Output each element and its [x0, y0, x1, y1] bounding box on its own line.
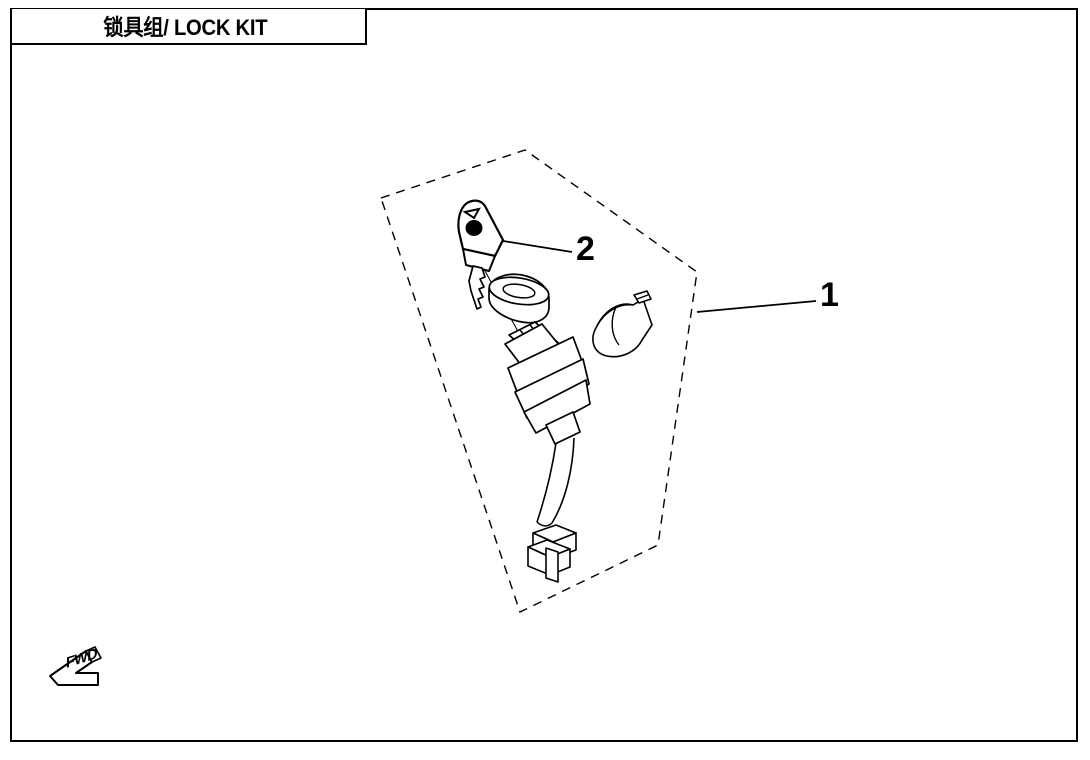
cylinder-base [523, 379, 591, 434]
connector-center-tab [545, 547, 559, 583]
title-box: 锁具组/ LOCK KIT [12, 9, 367, 45]
part-connector [527, 524, 577, 583]
wire-right-edge [551, 437, 575, 524]
part-washer [488, 273, 550, 324]
callout-number-1: 1 [820, 276, 839, 314]
leader-line-1 [696, 300, 817, 313]
group-boundary-dashed-polygon [380, 149, 698, 613]
key-head-hole [465, 220, 483, 236]
page-border-frame [10, 8, 1078, 742]
part-lock-cylinder [504, 321, 591, 445]
wire-bottom-cap [536, 521, 553, 527]
fwd-arrow-backplate [85, 646, 102, 663]
dust-cap-crease [611, 306, 620, 346]
key-blade [468, 265, 486, 310]
cylinder-lower-band [514, 358, 590, 419]
part-wire-harness [536, 437, 575, 527]
part-key [457, 199, 505, 310]
cylinder-stem [545, 411, 581, 445]
part-dust-cap [592, 290, 653, 358]
washer-inner-hole [502, 283, 536, 299]
callout-number-2: 2 [576, 230, 595, 268]
leader-line-2 [496, 239, 573, 253]
key-collar [462, 248, 496, 272]
page-title: 锁具组/ LOCK KIT [103, 15, 268, 40]
fwd-marker: FWD [49, 645, 102, 686]
dust-cap-tab-line [636, 294, 649, 300]
wire-left-edge [536, 442, 557, 523]
key-head-triangle-emblem [462, 207, 481, 220]
